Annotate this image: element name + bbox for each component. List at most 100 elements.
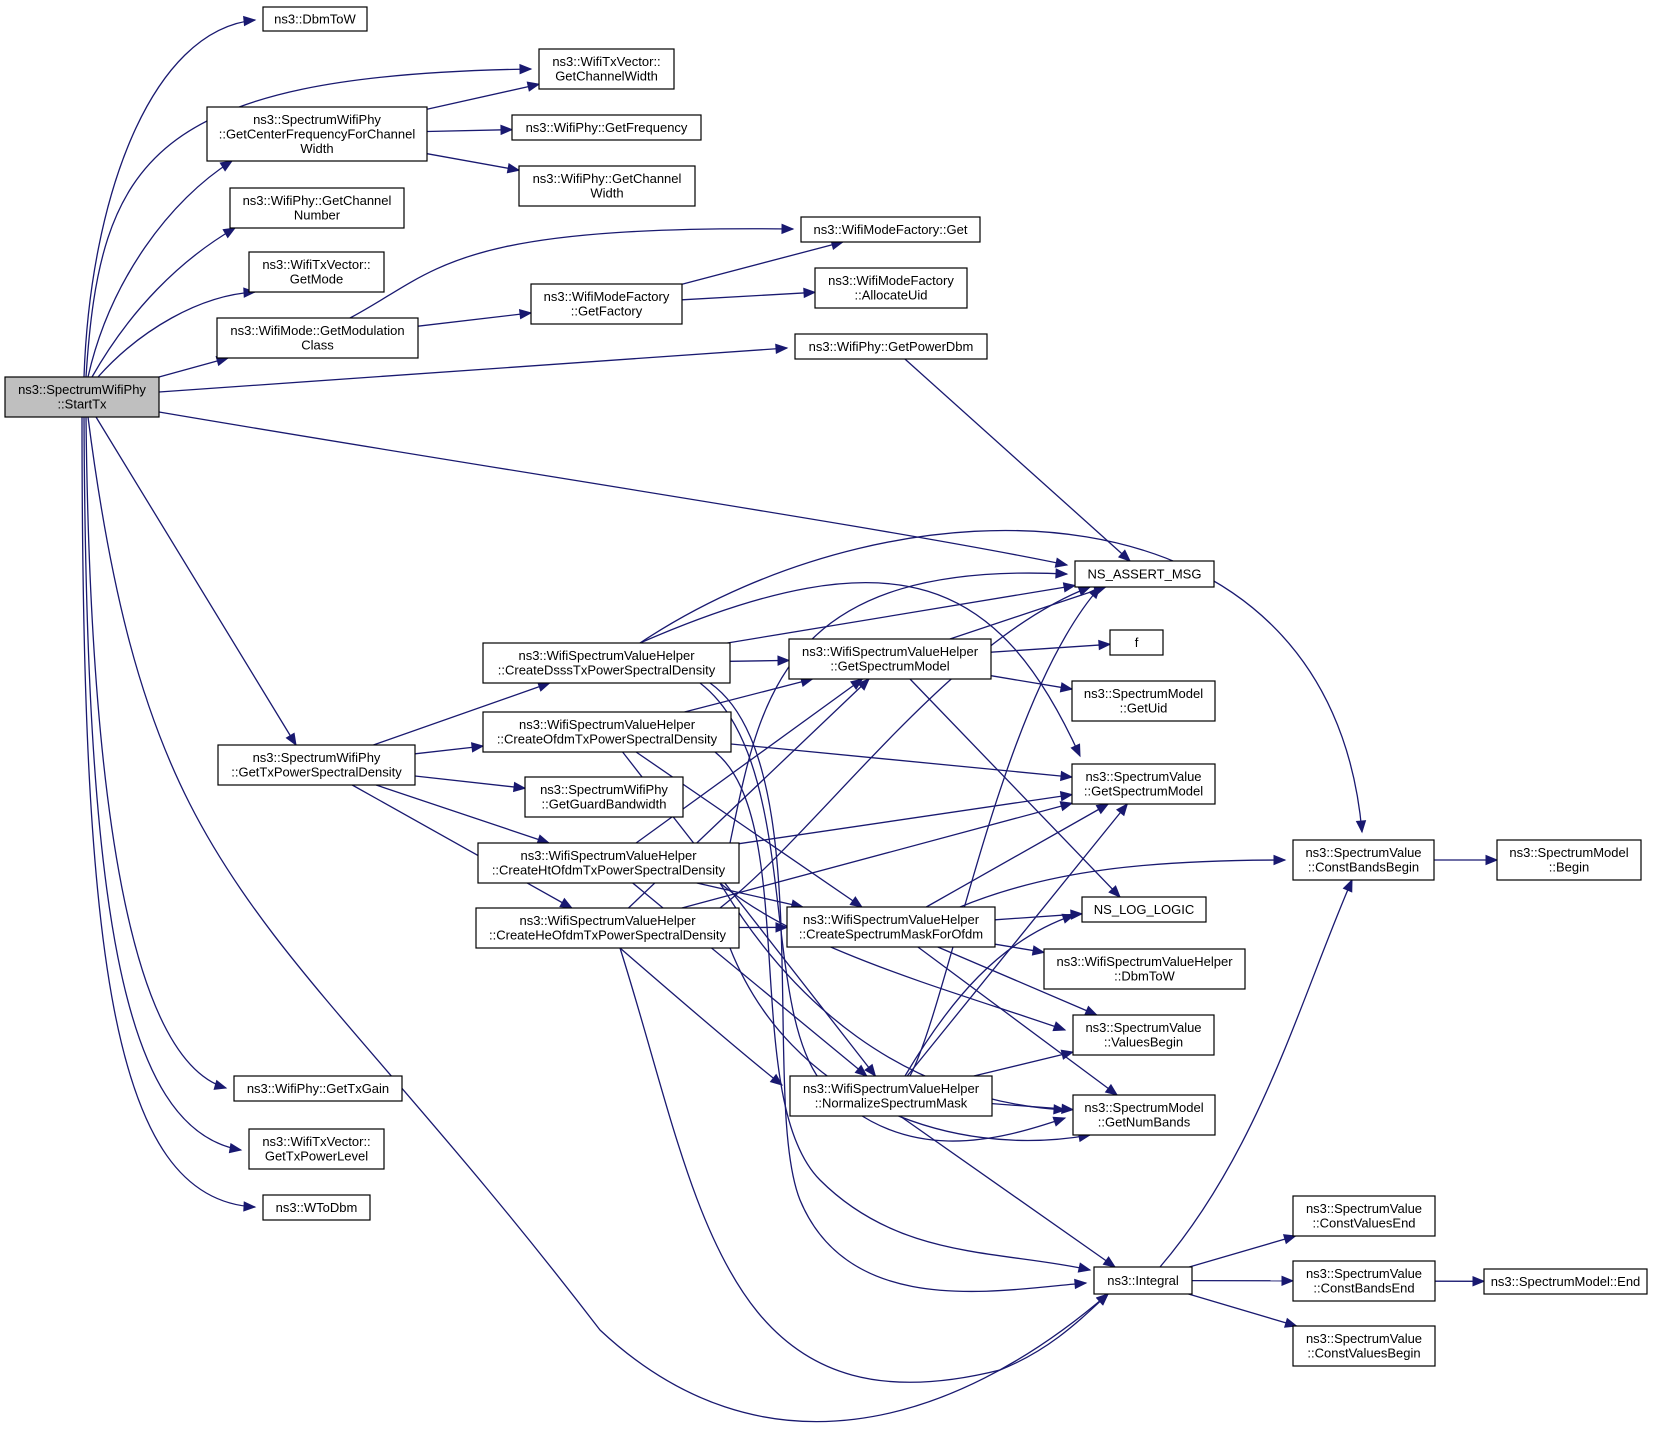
node-box[interactable]	[511, 114, 702, 141]
function-node[interactable]: ns3::SpectrumModel::GetUid	[1071, 680, 1216, 722]
node-box[interactable]	[248, 251, 385, 293]
function-node[interactable]: ns3::WifiSpectrumValueHelper::CreateOfdm…	[482, 711, 732, 753]
function-node[interactable]: NS_ASSERT_MSG	[1074, 560, 1215, 588]
edge-CreateDsss-to-ConstBandsBegin	[639, 529, 1367, 834]
function-node[interactable]: ns3::DbmToW	[262, 6, 368, 32]
function-node[interactable]: ns3::WifiSpectrumValueHelper::DbmToW	[1043, 948, 1246, 990]
node-box[interactable]	[1072, 1094, 1216, 1136]
node-box[interactable]	[1496, 839, 1642, 881]
node-label: ns3::WifiMode::GetModulation	[230, 323, 404, 338]
node-box[interactable]	[538, 48, 675, 90]
node-box[interactable]	[1483, 1268, 1648, 1295]
node-box[interactable]	[1292, 1195, 1436, 1237]
function-node[interactable]: ns3::SpectrumModel::Begin	[1496, 839, 1642, 881]
function-node[interactable]: ns3::SpectrumValue::GetSpectrumModel	[1071, 763, 1216, 805]
node-box[interactable]	[1109, 629, 1164, 656]
function-node[interactable]: ns3::WifiSpectrumValueHelper::CreateHtOf…	[477, 842, 740, 884]
node-box[interactable]	[1074, 560, 1215, 588]
function-node[interactable]: ns3::WifiSpectrumValueHelper::CreateDsss…	[482, 642, 731, 684]
node-box[interactable]	[482, 642, 731, 684]
function-node[interactable]: ns3::SpectrumValue::ConstValuesBegin	[1292, 1325, 1436, 1367]
node-box[interactable]	[206, 106, 428, 162]
arrowhead-icon	[781, 223, 795, 235]
node-box[interactable]	[1093, 1266, 1193, 1295]
node-box[interactable]	[262, 1194, 371, 1221]
node-box[interactable]	[262, 6, 368, 32]
function-node[interactable]: ns3::WifiTxVector::GetMode	[248, 251, 385, 293]
node-box[interactable]	[217, 744, 416, 786]
node-label: ::GetTxPowerSpectralDensity	[231, 765, 402, 780]
arrowhead-icon	[213, 1079, 228, 1090]
function-node[interactable]: ns3::WifiTxVector::GetChannelWidth	[538, 48, 675, 90]
node-box[interactable]	[530, 283, 683, 325]
function-node[interactable]: NS_LOG_LOGIC	[1081, 896, 1207, 923]
edge-line	[727, 584, 1076, 644]
function-node[interactable]: ns3::SpectrumWifiPhy::GetTxPowerSpectral…	[217, 744, 416, 786]
node-box[interactable]	[518, 165, 696, 207]
function-node[interactable]: ns3::SpectrumWifiPhy::GetGuardBandwidth	[524, 776, 684, 818]
node-box[interactable]	[1292, 1260, 1436, 1302]
edge-line	[719, 882, 1066, 1031]
function-node[interactable]: f	[1109, 629, 1164, 656]
node-box[interactable]	[788, 638, 992, 680]
node-box[interactable]	[1081, 896, 1207, 923]
node-box[interactable]	[1071, 763, 1216, 805]
arrowhead-icon	[1059, 801, 1074, 812]
node-box[interactable]	[1292, 839, 1435, 881]
function-node[interactable]: ns3::WifiSpectrumValueHelper::CreateHeOf…	[475, 907, 740, 949]
function-node[interactable]: ns3::WifiPhy::GetChannelWidth	[518, 165, 696, 207]
node-box[interactable]	[248, 1128, 385, 1170]
node-box[interactable]	[524, 776, 684, 818]
node-box[interactable]	[1071, 680, 1216, 722]
node-box[interactable]	[233, 1075, 403, 1102]
node-label: ::GetGuardBandwidth	[541, 797, 666, 812]
node-label: ns3::SpectrumModel	[1509, 845, 1628, 860]
node-box[interactable]	[482, 711, 732, 753]
function-node[interactable]: ns3::WifiTxVector::GetTxPowerLevel	[248, 1128, 385, 1170]
node-box[interactable]	[4, 376, 160, 418]
function-node[interactable]: ns3::SpectrumModel::GetNumBands	[1072, 1094, 1216, 1136]
function-node[interactable]: ns3::WifiSpectrumValueHelper::GetSpectru…	[788, 638, 992, 680]
function-node[interactable]: ns3::WifiPhy::GetFrequency	[511, 114, 702, 141]
function-node[interactable]: ns3::WifiPhy::GetPowerDbm	[794, 333, 988, 360]
edge-line	[899, 1115, 1116, 1268]
function-node[interactable]: ns3::WifiSpectrumValueHelper::CreateSpec…	[786, 906, 996, 948]
arrowhead-icon	[518, 309, 533, 320]
node-box[interactable]	[477, 842, 740, 884]
node-label: ::GetSpectrumModel	[1084, 784, 1203, 799]
function-node[interactable]: ns3::Integral	[1093, 1266, 1193, 1295]
node-box[interactable]	[800, 216, 981, 243]
arrowhead-icon	[1485, 854, 1499, 866]
function-node[interactable]: ns3::SpectrumValue::ValuesBegin	[1072, 1014, 1215, 1056]
node-box[interactable]	[1072, 1014, 1215, 1056]
function-node[interactable]: ns3::SpectrumWifiPhy::GetCenterFrequency…	[206, 106, 428, 162]
function-node[interactable]: ns3::SpectrumValue::ConstBandsBegin	[1292, 839, 1435, 881]
node-label: ::ConstBandsEnd	[1313, 1281, 1414, 1296]
function-node[interactable]: ns3::WifiModeFactory::Get	[800, 216, 981, 243]
function-node[interactable]: ns3::WifiSpectrumValueHelper::NormalizeS…	[789, 1075, 993, 1117]
function-node[interactable]: ns3::SpectrumValue::ConstValuesEnd	[1292, 1195, 1436, 1237]
node-box[interactable]	[1043, 948, 1246, 990]
function-node[interactable]: ns3::WToDbm	[262, 1194, 371, 1221]
arrowhead-icon	[1098, 639, 1112, 651]
node-label: ns3::WifiPhy::GetFrequency	[526, 120, 688, 135]
node-box[interactable]	[229, 187, 405, 229]
function-node[interactable]: ns3::WifiModeFactory::GetFactory	[530, 283, 683, 325]
function-node[interactable]: ns3::SpectrumValue::ConstBandsEnd	[1292, 1260, 1436, 1302]
node-box[interactable]	[475, 907, 740, 949]
node-box[interactable]	[789, 1075, 993, 1117]
edge-CreateMask-to-HelperDbmToW	[994, 943, 1046, 956]
function-node[interactable]: ns3::WifiPhy::GetTxGain	[233, 1075, 403, 1102]
node-label: ::GetUid	[1120, 701, 1168, 716]
root-function-node[interactable]: ns3::SpectrumWifiPhy::StartTx	[4, 376, 160, 418]
node-box[interactable]	[1292, 1325, 1436, 1367]
function-node[interactable]: ns3::WifiModeFactory::AllocateUid	[814, 267, 968, 309]
function-node[interactable]: ns3::SpectrumModel::End	[1483, 1268, 1648, 1295]
edge-HelperGetSpectrumModel-to-NS_LOG_LOGIC	[909, 678, 1121, 898]
node-box[interactable]	[794, 333, 988, 360]
node-box[interactable]	[786, 906, 996, 948]
node-box[interactable]	[814, 267, 968, 309]
node-box[interactable]	[216, 317, 419, 359]
